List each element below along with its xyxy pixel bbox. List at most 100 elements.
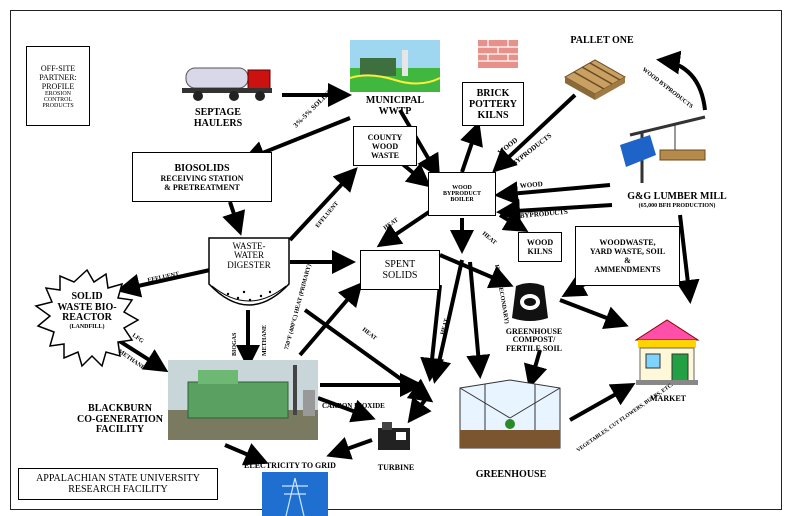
arrow-boiler-brick [460,121,483,173]
digester-line1: WASTE- [232,241,266,251]
offsite-partner-box: OFF-SITE PARTNER: PROFILE EROSION CONTRO… [26,46,90,126]
county-line2: WOOD [371,141,399,151]
county-wood-waste-box: COUNTY WOOD WASTE [353,126,417,166]
woodwaste-line1: WOODWASTE, [599,238,656,247]
wood-kilns-box: WOOD KILNS [518,232,562,262]
arrow-blackburn-spent [298,281,363,357]
digester-line3: DIGESTER [227,259,271,270]
offsite-line4: EROSION [44,90,71,97]
diagram-frame [10,10,782,510]
wood-kilns-line2: KILNS [527,247,553,256]
flow-heat-diag: HEAT [361,327,378,342]
arrow-compost-greenhouse [523,349,548,389]
woodwaste-line2: YARD WASTE, SOIL [589,247,666,256]
flow-methane-left: METHANE [117,349,146,372]
flow-byproducts: BYPRODUCTS [510,132,553,168]
blackburn-facility-photo [168,360,318,440]
flow-methane-down: METHANE [262,325,268,356]
digester-tank [208,237,290,306]
turbine-icon [378,422,410,450]
arrow-lumber-pallet [656,50,707,111]
flow-heat-mid: HEAT [440,318,450,336]
power-tower-photo [262,472,328,516]
arrow-boiler-kilns [498,209,529,233]
arrow-boiler-greenhouse2 [466,261,491,379]
boiler-line2: BYPRODUCT [442,191,481,197]
compost-label: GREENHOUSE COMPOST/ FERTILE SOIL [494,327,574,353]
brick-kilns-box: BRICK POTTERY KILNS [462,82,524,126]
municipal-line2: WWTP [378,105,412,117]
flow-wood: WOOD [496,136,519,156]
brick-icon [478,40,518,68]
brick-line3: KILNS [477,109,509,121]
flow-heat-boiler: HEAT [383,217,400,231]
boiler-line3: BOILER [450,197,474,203]
lumber-line2: (65,000 BFH PRODUCTION) [638,202,716,209]
county-line3: WASTE [370,150,399,160]
wood-byproduct-boiler-box: WOOD BYPRODUCT BOILER [428,172,496,216]
flow-heat-primary: 750°F (400°C) HEAT (PRIMARY) [283,263,313,350]
flow-carbon-dioxide: CARBON DIOXIDE [322,402,385,410]
woodwaste-line3: & [624,256,631,265]
arrow-biosolids-digester [222,201,246,236]
appalachian-box: APPALACHIAN STATE UNIVERSITY RESEARCH FA… [18,468,218,500]
flow-wood-byproducts-pallet: WOOD BYPRODUCTS [641,67,694,111]
digester-label: WASTE- WATER DIGESTER [206,241,292,270]
greenhouse-icon [459,379,561,449]
arrow-digester-bioreactor [116,268,211,298]
bioreactor-label: SOLID WASTE BIO- REACTOR (LANDFILL) [42,291,132,330]
spent-line1: SPENT [384,259,416,270]
county-line1: COUNTY [367,132,403,142]
arrow-greenhouse-market [569,383,636,422]
septage-line2: HAULERS [193,117,243,129]
flow-vegetables: VEGETABLES, CUT FLOWERS, BULBS, ETC. [576,382,675,454]
brick-line1: BRICK [476,87,510,99]
greenhouse-label: GREENHOUSE [475,469,547,480]
spent-solids-box: SPENT SOLIDS [360,250,440,290]
arrow-pallet-boiler [492,93,577,173]
compost-bag-icon [512,283,548,321]
woodwaste-line4: AMMENDMENTS [594,265,661,274]
market-store-icon [634,319,700,385]
appalachian-line1: APPALACHIAN STATE UNIVERSITY [36,473,200,484]
arrow-blackburn-turbine [317,396,376,423]
arrow-digester-county [288,167,358,242]
municipal-line1: MUNICIPAL [365,95,425,106]
blackburn-label: BLACKBURN CO-GENERATION FACILITY [70,403,170,436]
appalachian-line2: RESEARCH FACILITY [68,484,168,495]
compost-line2: COMPOST/ [512,335,556,345]
arrow-lumber-market [675,214,700,304]
brick-line2: POTTERY [469,98,517,110]
arrow-spent-greenhouse [420,284,445,382]
compost-line3: FERTILE SOIL [506,343,562,353]
biosolids-box: BIOSOLIDS RECEIVING STATION & PRETREATME… [132,152,272,202]
biosolids-line1: BIOSOLIDS [174,162,230,174]
pallet-icon [563,59,627,100]
wwtp-icon [350,40,440,92]
flow-lfg: LFG [131,333,145,345]
flow-heat-secondary: HEAT (SECONDARY) [493,264,510,324]
septage-label: SEPTAGE HAULERS [178,107,258,129]
bioreactor-starburst [34,268,140,368]
bioreactor-line1: SOLID [71,291,103,302]
lumber-line1: G&G LUMBER MILL [627,191,727,202]
pallet-label: PALLET ONE [570,35,634,46]
offsite-line5: CONTROL [43,96,73,103]
septage-line1: SEPTAGE [195,107,241,118]
flow-biogas: BIOGAS [232,332,238,356]
arrow-blackburn-grid [224,443,269,466]
offsite-line6: PRODUCTS [42,102,74,109]
blackburn-line2: CO-GENERATION [77,413,163,425]
blackburn-line3: FACILITY [95,424,145,435]
flow-effluent-left: EFFLUENT [147,271,180,284]
bioreactor-line2: WASTE BIO- [57,301,117,313]
turbine-label: TURBINE [377,463,415,472]
boiler-line1: WOOD [452,185,472,191]
arrow-spent-compost [439,253,514,289]
municipal-label: MUNICIPAL WWTP [348,95,442,117]
market-label: MARKET [650,394,686,403]
flow-wood2: WOOD [519,180,543,190]
arrow-turbine-grid [326,436,373,460]
